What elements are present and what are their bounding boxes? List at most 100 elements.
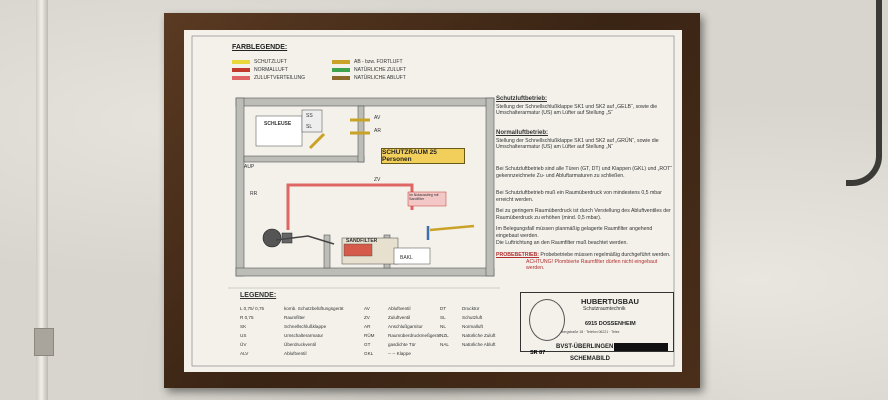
legend-desc: Normalluft	[462, 324, 483, 329]
swatch-green	[332, 68, 350, 72]
drawing-title: SCHEMABILD	[570, 356, 610, 362]
brand-name: HUBERTUSBAU	[581, 297, 639, 306]
wall-cable	[846, 0, 882, 186]
ventilation-schematic-poster: FARBLEGENDE: SCHUTZLUFT NORMALLUFT ZULUF…	[184, 30, 682, 372]
legend-desc: Zuluftventil	[388, 315, 411, 320]
legend-desc: Abluftventil	[284, 351, 307, 356]
legend-abbr: AR	[364, 324, 371, 329]
exhaust-duct	[429, 224, 475, 232]
pipe-clamp	[34, 328, 54, 356]
floor-plan-drawing	[191, 35, 675, 367]
room-title: SCHUTZRAUM 25 Personen	[381, 148, 465, 164]
sandfilter-unit	[343, 243, 373, 257]
redaction-bar	[614, 343, 668, 351]
schutzluft-text: Stellung der Schnellschlußklappe SK1 und…	[496, 103, 658, 117]
bakl-box	[393, 247, 431, 265]
label-aup: AUP	[244, 164, 255, 170]
poster-border	[191, 35, 675, 367]
label-ar: AR	[374, 128, 381, 134]
legend-item: NORMALLUFT	[232, 67, 288, 73]
label-zv: ZV	[374, 177, 381, 183]
legend-abbr: DT	[440, 306, 447, 311]
label-bakl: BAKL	[400, 255, 413, 261]
legend-desc: Raumüberdruckmeßgerät	[388, 333, 441, 338]
brand-city: 6915 DOSSENHEIM	[585, 321, 636, 327]
label-sandfilter: SANDFILTER	[346, 238, 378, 244]
legend-abbr: SK	[240, 324, 247, 329]
legend-abbr: GT	[364, 342, 371, 347]
drawing-place: BVST-ÜBERLINGEN	[556, 344, 614, 350]
note-2: Bei Schutzluftbetrieb muß ein Raumüberdr…	[496, 190, 662, 203]
label-av: AV	[374, 115, 381, 121]
legend-abbr: ALV	[240, 351, 249, 356]
swatch-pink	[232, 76, 250, 80]
swatch-red	[232, 68, 250, 72]
legend-desc: Drucktür	[462, 306, 480, 311]
schutzluft-heading: Schutzluftbetrieb:	[496, 96, 547, 102]
legend-desc: Raumfilter	[284, 315, 305, 320]
zuluft-duct	[286, 183, 414, 230]
probe-label: PROBEBETRIEB:	[496, 252, 539, 258]
legend-desc: Überdruckventil	[284, 342, 316, 347]
conduit-pipe	[36, 0, 48, 400]
label-rr: RR	[250, 191, 258, 197]
label-sl: SL	[306, 124, 313, 130]
color-legend-title: FARBLEGENDE:	[232, 44, 288, 51]
note-4: Im Belegungsfall müssen planmäßig gelage…	[496, 226, 653, 239]
ventilator-unit	[262, 228, 282, 248]
legend-abbr: R 0,75	[240, 315, 254, 320]
note-5: Die Luftrichtung an den Raumfilter muß b…	[496, 240, 628, 246]
label-schleuse: SCHLEUSE	[264, 121, 292, 127]
legend-desc: komb. Schutzbelüftungsgerät	[284, 306, 344, 311]
legend-desc: -- -- Klappe	[388, 351, 411, 356]
normalluft-section: Normalluftbetrieb: Stellung der Schnells…	[496, 130, 674, 151]
legend-abbr: NAL	[440, 342, 449, 347]
legend-abbr: ZV	[364, 315, 370, 320]
swatch-yellow	[232, 60, 250, 64]
legend-abbr: L 0,75/ 0,75	[240, 306, 265, 311]
normalluft-text: Stellung der Schnellschlußklappe SK1 und…	[496, 137, 659, 151]
swatch-ochre	[332, 60, 350, 64]
legend-desc: Natürliche Abluft	[462, 342, 496, 347]
legend-item: NATÜRLICHE ABLUFT	[332, 75, 406, 81]
legend-abbr: RÜM	[364, 333, 375, 338]
brand-subtitle: Schutzraumtechnik	[583, 306, 626, 312]
brand-address: Bergstraße 18 · Telefon 06221 · Telex	[561, 330, 620, 334]
legend-abbr: NL	[440, 324, 446, 329]
legend-item: SCHUTZLUFT	[232, 59, 287, 65]
label-ss: SS	[306, 113, 313, 119]
legend-abbr: ÜV	[240, 342, 247, 347]
connector-pipe	[275, 235, 335, 245]
schutzluft-section: Schutzluftbetrieb: Stellung der Schnells…	[496, 96, 674, 117]
note-1: Bei Schutzluftbetrieb sind alle Türen (G…	[496, 166, 673, 179]
notausstieg-note	[407, 191, 447, 207]
legend-desc: Anschlußgarnitur	[388, 324, 423, 329]
legend-abbr: AV	[364, 306, 370, 311]
legend-abbr: GKL	[364, 351, 374, 356]
note-3: Bei zu geringem Raumüberdruck ist durch …	[496, 208, 671, 221]
label-notausstieg: im Notausstieg mit Sandfilter	[409, 193, 439, 201]
legend-abbr: SL	[440, 315, 446, 320]
deer-logo-icon	[529, 299, 565, 341]
legend-desc: Abluftventil	[388, 306, 411, 311]
ss-box	[301, 109, 323, 133]
drawing-code: SR 87	[530, 350, 546, 356]
legend-desc: Schnellschlußklappe	[284, 324, 327, 329]
legend-item: ZULUFTVERTEILUNG	[232, 75, 305, 81]
legend-desc: gasdichte Tür	[388, 342, 416, 347]
achtung-text: ACHTUNG! Plombierte Raumfilter dürfen ni…	[526, 258, 658, 272]
legend-abbr: NZL	[440, 333, 449, 338]
legend-desc: Umschalterarmatur	[284, 333, 324, 338]
legend-item: AB - bzw. FORTLUFT	[332, 59, 403, 65]
manufacturer-block: HUBERTUSBAU Schutzraumtechnik 6915 DOSSE…	[520, 292, 674, 352]
legend-desc: Natürliche Zuluft	[462, 333, 496, 338]
normalluft-heading: Normalluftbetrieb:	[496, 130, 549, 136]
legend-desc: Schutzluft	[462, 315, 483, 320]
legend-abbr: US	[240, 333, 247, 338]
legende-title: LEGENDE:	[240, 292, 277, 299]
abluft-duct	[308, 132, 326, 150]
probe-text: Probebetriebe müssen regelmäßig durchgef…	[540, 252, 671, 258]
swatch-brown	[332, 76, 350, 80]
legend-item: NATÜRLICHE ZULUFT	[332, 67, 406, 73]
probe-section: PROBEBETRIEB: Probebetriebe müssen regel…	[496, 252, 674, 272]
